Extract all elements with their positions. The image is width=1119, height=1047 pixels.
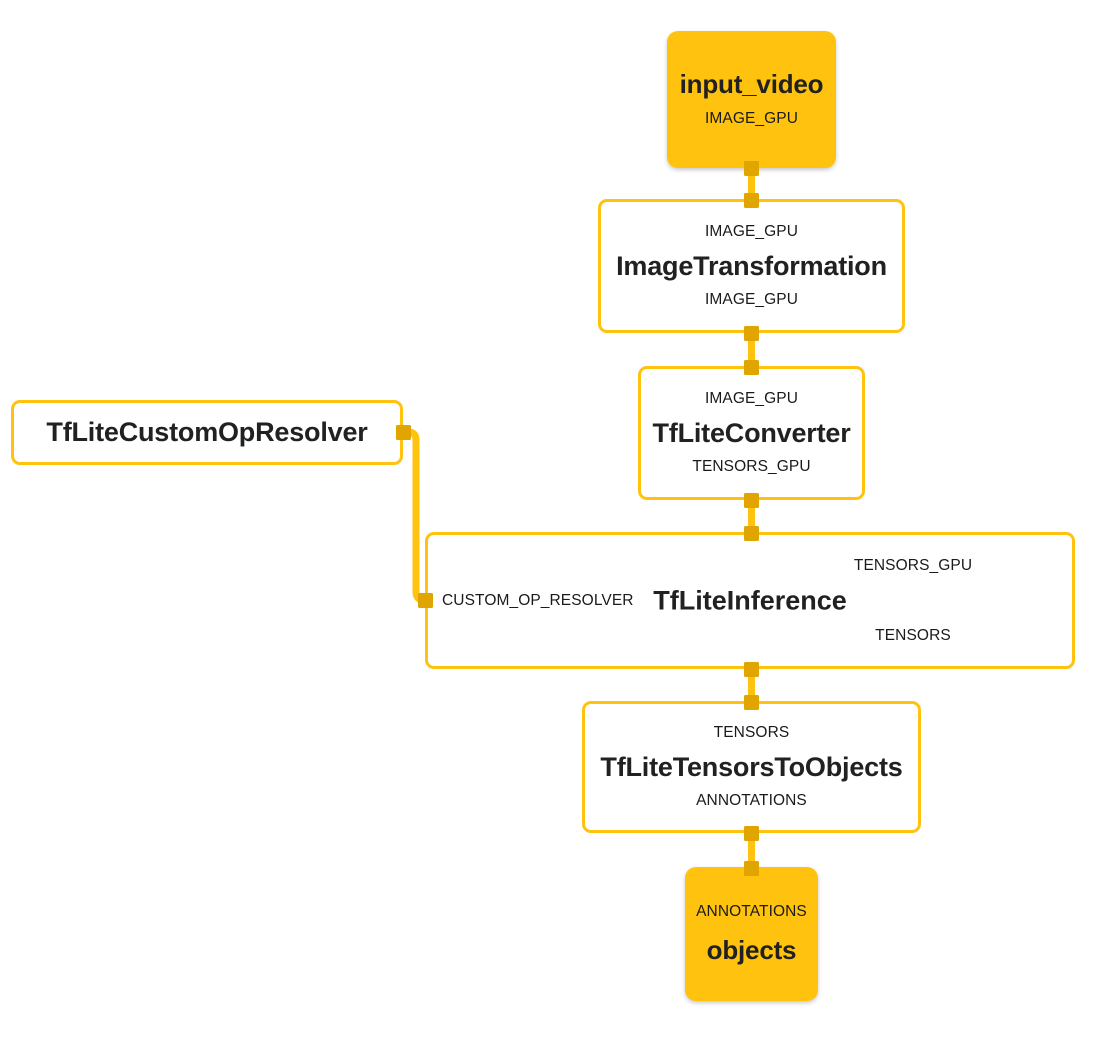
node-tflite-converter[interactable]: IMAGE_GPU TfLiteConverter TENSORS_GPU — [638, 366, 865, 500]
port-tflite-inference-output[interactable] — [744, 662, 759, 677]
node-objects[interactable]: ANNOTATIONS objects — [685, 867, 818, 1001]
port-tensors-to-objects-input[interactable] — [744, 695, 759, 710]
port-label-tflite-inference-side-input: CUSTOM_OP_RESOLVER — [442, 591, 634, 609]
port-image-transformation-output[interactable] — [744, 326, 759, 341]
port-tflite-inference-side-input[interactable] — [418, 593, 433, 608]
port-label-tflite-converter-output: TENSORS_GPU — [692, 458, 811, 476]
node-input-video[interactable]: input_video IMAGE_GPU — [667, 31, 836, 168]
node-image-transformation[interactable]: IMAGE_GPU ImageTransformation IMAGE_GPU — [598, 199, 905, 333]
port-label-objects-input: ANNOTATIONS — [696, 903, 807, 921]
node-title-tflite-converter: TfLiteConverter — [652, 417, 851, 448]
port-objects-input[interactable] — [744, 861, 759, 876]
port-label-tflite-inference-output: TENSORS — [875, 626, 951, 644]
port-label-image-transformation-output: IMAGE_GPU — [704, 291, 799, 309]
port-image-transformation-input[interactable] — [744, 193, 759, 208]
node-title-image-transformation: ImageTransformation — [616, 250, 887, 281]
port-label-image-transformation-input: IMAGE_GPU — [704, 222, 799, 240]
port-tflite-converter-input[interactable] — [744, 360, 759, 375]
node-tflite-tensors-to-objects[interactable]: TENSORS TfLiteTensorsToObjects ANNOTATIO… — [582, 701, 921, 833]
port-input-video-output[interactable] — [744, 161, 759, 176]
node-title-tflite-inference: TfLiteInference — [428, 585, 1072, 616]
node-title-objects: objects — [706, 935, 797, 966]
node-title-input-video: input_video — [679, 69, 824, 100]
port-tflite-inference-input[interactable] — [744, 526, 759, 541]
node-title-tflite-inference-text: TfLiteInference — [653, 585, 847, 615]
port-label-input-video-output: IMAGE_GPU — [704, 109, 799, 127]
port-label-tflite-inference-input: TENSORS_GPU — [853, 556, 973, 574]
port-tflite-converter-output[interactable] — [744, 493, 759, 508]
port-label-tensors-to-objects-input: TENSORS — [713, 723, 790, 741]
node-tflite-inference[interactable]: TENSORS_GPU CUSTOM_OP_RESOLVER TfLiteInf… — [425, 532, 1075, 669]
port-label-tensors-to-objects-output: ANNOTATIONS — [696, 792, 807, 810]
port-tflite-custom-op-resolver-output[interactable] — [396, 425, 411, 440]
node-tflite-custom-op-resolver[interactable]: TfLiteCustomOpResolver — [11, 400, 403, 465]
node-title-tflite-tensors-to-objects: TfLiteTensorsToObjects — [600, 751, 903, 782]
port-tensors-to-objects-output[interactable] — [744, 826, 759, 841]
node-title-tflite-custom-op-resolver: TfLiteCustomOpResolver — [46, 417, 368, 448]
port-label-tflite-converter-input: IMAGE_GPU — [704, 389, 799, 407]
